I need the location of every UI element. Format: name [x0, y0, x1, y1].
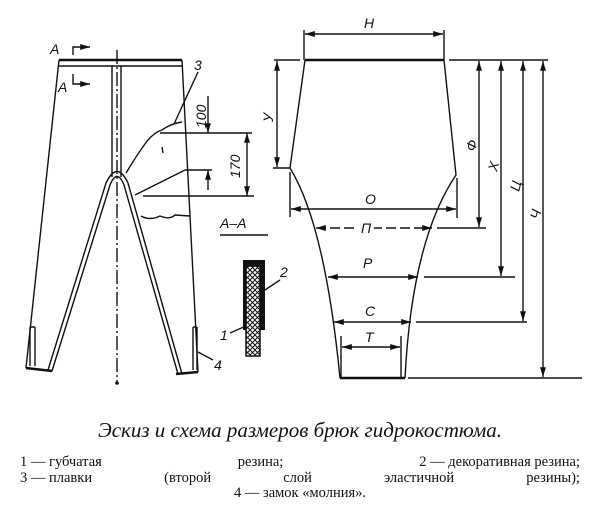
legend-4: 4 — замок «молния». — [233, 485, 367, 501]
dim-Ts: Ц — [506, 179, 524, 193]
callout-3: 3 — [194, 57, 202, 73]
dim-S: С — [365, 303, 376, 319]
dim-100: 100 — [193, 104, 209, 128]
dim-P: П — [361, 220, 372, 236]
dim-F: Ф — [462, 138, 480, 153]
callout-4: 4 — [214, 357, 222, 373]
legend-2: 2 — декоративная резина; — [419, 454, 580, 470]
section-mark-a: A — [49, 41, 59, 57]
dim-O: О — [365, 191, 376, 207]
legend-1: 1 — губчатая — [20, 454, 102, 470]
trousers-sketch: A A 3 100 170 А–А 2 1 4 — [25, 41, 288, 385]
legend-3: резины); — [526, 469, 580, 486]
section-mark-a: A — [57, 79, 67, 95]
dim-T: Т — [365, 329, 375, 345]
dim-X: Х — [484, 159, 502, 174]
dim-R: Р — [363, 255, 373, 271]
dim-Ch: Ч — [526, 207, 544, 221]
legend-3: 3 — плавки — [20, 469, 93, 486]
callout-1: 1 — [220, 327, 228, 343]
legend-3: слой — [283, 469, 312, 486]
legend-3: эластичной — [383, 469, 455, 486]
size-scheme: Н У О П Р С Т Ф Х Ц Ч — [260, 15, 582, 380]
figure-caption-title: Эскиз и схема размеров брюк гидрокостюма… — [97, 418, 503, 442]
figure-legend: 1 — губчатая резина; 2 — декоративная ре… — [0, 454, 600, 502]
sponge-rubber-layer — [246, 266, 260, 356]
legend-3: (второй — [164, 469, 212, 486]
callout-2: 2 — [279, 264, 288, 280]
section-title: А–А — [219, 215, 246, 231]
dim-H: Н — [364, 15, 375, 31]
dim-U: У — [260, 111, 276, 123]
legend-1: резина; — [237, 454, 284, 470]
dim-170: 170 — [227, 154, 243, 178]
